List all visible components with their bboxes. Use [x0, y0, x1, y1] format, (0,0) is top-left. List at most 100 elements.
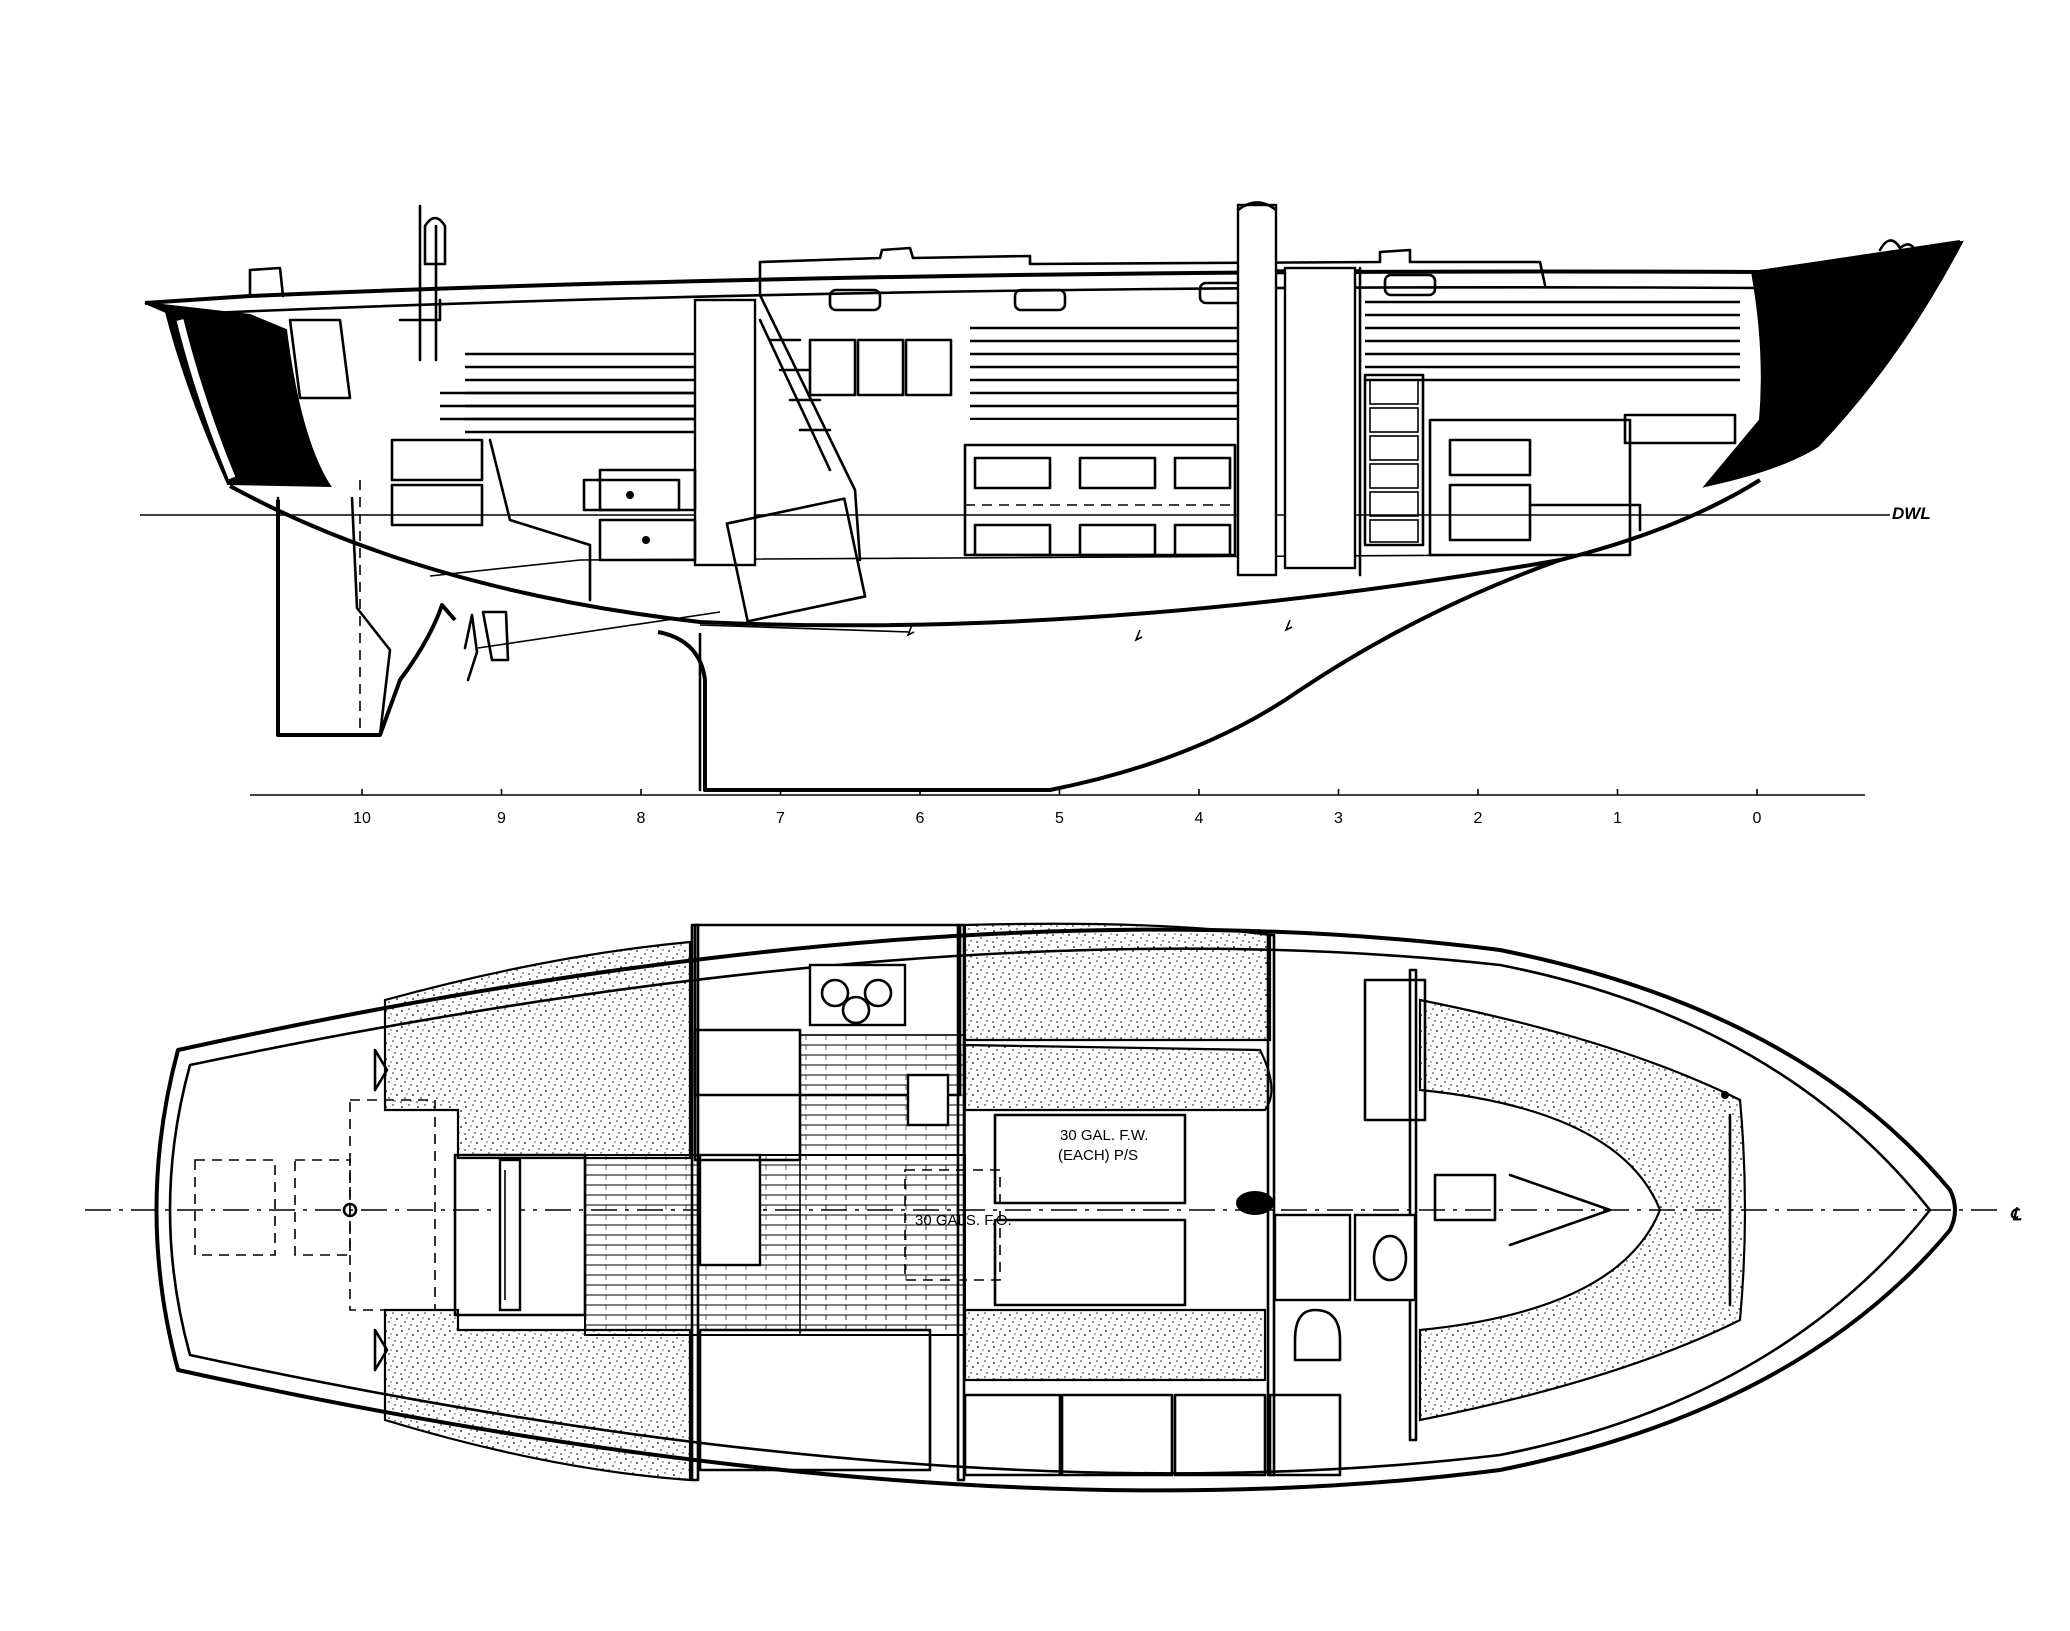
sheer-line [144, 240, 1961, 305]
sink [906, 1073, 950, 1127]
vee-door-2 [1448, 483, 1532, 542]
vee-door-1 [1448, 438, 1532, 477]
dr-1 [1369, 379, 1419, 405]
toilet [1293, 1308, 1342, 1362]
drawer-s1 [973, 456, 1052, 490]
portlight-1 [828, 288, 882, 312]
prop-shaft [477, 611, 721, 649]
dr-4 [1369, 463, 1419, 489]
bulkhead-chart [693, 298, 757, 567]
galley-window-3 [904, 338, 953, 397]
saloon-table [993, 1218, 1187, 1307]
drawer-s4 [973, 523, 1052, 557]
hatch-aft-2 [294, 1159, 351, 1256]
companionway-ladder [758, 293, 862, 562]
anchor-well [1721, 1091, 1729, 1099]
dr-5 [1369, 491, 1419, 517]
hanging-locker [1363, 978, 1427, 1122]
fwd-counter [1433, 1173, 1497, 1222]
nav-seat [698, 1328, 932, 1472]
stove [808, 963, 907, 1027]
cockpit-sole-dash [349, 1099, 436, 1311]
v-berth-point [1508, 1173, 1612, 1247]
settee-front [963, 443, 1237, 557]
bulkhead-plan-2 [956, 923, 966, 1482]
station-label: 4 [1195, 810, 1204, 827]
quarter-berth [488, 438, 592, 602]
profile-view: DWL [140, 201, 1964, 827]
portlight-2 [1013, 288, 1067, 312]
bow-fitting [1878, 239, 1917, 252]
bulkhead-plan-1 [690, 923, 700, 1482]
plan-view: ℄ 30 GAL. F.W. [85, 922, 2022, 1493]
ventilator [418, 204, 447, 362]
aft-drawer-1 [582, 478, 681, 512]
ceiling-saloon [970, 320, 1238, 420]
centerline-symbol: ℄ [2010, 1205, 2022, 1224]
ceiling-fwd [1365, 300, 1740, 390]
transom [144, 302, 332, 488]
galley-counter [693, 923, 962, 1097]
station-label: 10 [353, 810, 371, 827]
shower-pan [1273, 1213, 1352, 1302]
water-tank-label-1: 30 GAL. F.W. [1060, 1127, 1148, 1144]
transom-gap [176, 319, 236, 480]
ceiling-quarter [440, 388, 695, 430]
bulkhead-plan-4 [1408, 968, 1418, 1442]
dr-2 [1369, 407, 1419, 433]
drawer-s6 [1173, 523, 1232, 557]
drawer-s2 [1078, 456, 1157, 490]
quarter-locker-2 [390, 483, 484, 527]
station-label: 0 [1753, 810, 1762, 827]
station-label: 3 [1334, 810, 1343, 827]
saloon-stipple-port [963, 1043, 1273, 1112]
propeller [463, 613, 479, 682]
fwd-shelf [1623, 413, 1737, 445]
quarter-locker-1 [390, 438, 484, 482]
dwl-label: DWL [1892, 504, 1931, 523]
dr-6 [1369, 519, 1419, 543]
stbd-berth-3 [1060, 1393, 1174, 1477]
knob-a1 [626, 491, 634, 499]
winch-aft-stbd [373, 1328, 389, 1372]
vee-locker [1428, 418, 1632, 557]
mast-top [1236, 201, 1278, 212]
station-label: 8 [637, 810, 646, 827]
water-tank [993, 1113, 1187, 1205]
knob-a2 [642, 536, 650, 544]
cockpit-well [498, 1158, 522, 1312]
keel-outline [276, 500, 1561, 792]
galley-window-1 [808, 338, 857, 397]
water-tank-label-2: (EACH) P/S [1058, 1147, 1138, 1164]
stbd-berth-4 [963, 1393, 1062, 1477]
vee-berth-stipple [1418, 998, 1747, 1422]
cabin-sole [429, 554, 1501, 577]
strut [481, 610, 510, 662]
cabin-trunk [758, 246, 1547, 297]
stbd-berth-1 [1173, 1393, 1267, 1477]
nav-table [693, 1028, 802, 1162]
drawer-s5 [1078, 523, 1157, 557]
rudder [276, 496, 392, 737]
bulkhead-head [1283, 266, 1357, 570]
station-label: 1 [1613, 810, 1622, 827]
forepeak-berth [1528, 503, 1642, 532]
mast [1236, 203, 1278, 577]
drawer-s3 [1173, 456, 1232, 490]
head-stipple [963, 1308, 1267, 1382]
sink-bowl [1372, 1234, 1408, 1282]
station-label: 7 [776, 810, 785, 827]
winch-aft-port [373, 1048, 389, 1092]
burner-2 [863, 978, 893, 1008]
burner-1 [820, 978, 850, 1008]
drawer-stack [1363, 373, 1425, 547]
portlight-4 [1383, 273, 1437, 297]
stbd-berth-2 [1268, 1393, 1342, 1477]
sole-break-line [699, 619, 1293, 642]
station-label: 5 [1055, 810, 1064, 827]
stem [1702, 240, 1964, 488]
saloon-stipple-top [963, 922, 1272, 1042]
head-seacock [1236, 1191, 1274, 1215]
station-label: 9 [497, 810, 506, 827]
